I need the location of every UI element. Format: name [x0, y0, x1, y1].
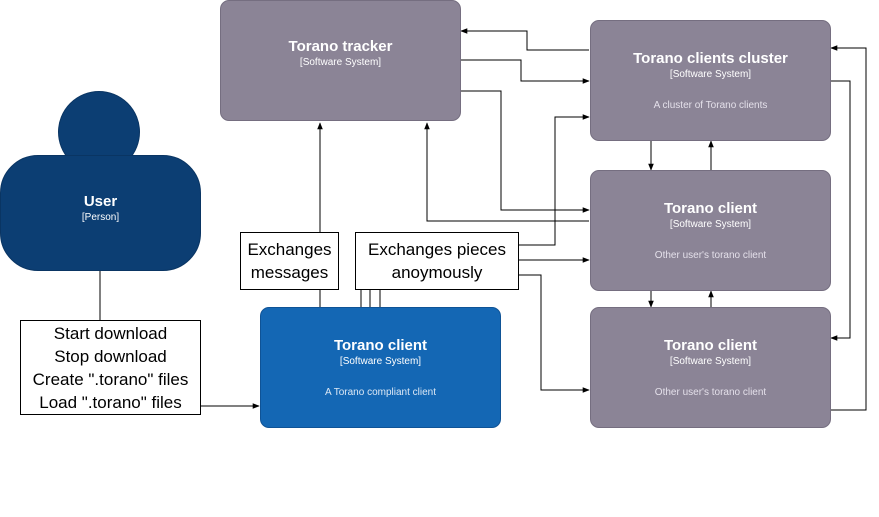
exchanges-pieces-label: Exchanges pieces anoymously	[355, 232, 519, 290]
cluster-desc: A cluster of Torano clients	[653, 100, 768, 111]
client-a-type: [Software System]	[669, 219, 752, 230]
edge-pieces-to-client-b	[518, 274, 590, 393]
exchanges-messages-label: Exchanges messages	[240, 232, 339, 290]
main-torano-client-box[interactable]: Torano client [Software System] A Torano…	[260, 307, 501, 428]
action-stop-download: Stop download	[54, 347, 167, 366]
exchanges-pieces-line-2: anoymously	[391, 263, 483, 282]
main-client-desc: A Torano compliant client	[325, 387, 436, 398]
exchanges-messages-line-2: messages	[250, 263, 329, 282]
person-type: [Person]	[81, 212, 120, 223]
edge-client-a-to-tracker	[424, 122, 589, 222]
torano-clients-cluster-box[interactable]: Torano clients cluster [Software System]…	[590, 20, 831, 141]
client-a-desc: Other user's torano client	[654, 250, 767, 261]
cluster-type: [Software System]	[669, 69, 752, 80]
edge-client-b-to-cluster	[830, 45, 867, 411]
edge-tracker-to-cluster	[461, 59, 590, 84]
edge-pieces-to-cluster	[518, 114, 590, 246]
client-a-title: Torano client	[663, 200, 758, 217]
person-name: User	[83, 193, 118, 210]
client-b-desc: Other user's torano client	[654, 387, 767, 398]
main-client-title: Torano client	[333, 337, 428, 354]
tracker-title: Torano tracker	[288, 38, 393, 55]
edge-cluster-to-client-b	[830, 80, 851, 341]
exchanges-messages-line-1: Exchanges	[247, 240, 332, 259]
user-actions-label: Start download Stop download Create ".to…	[20, 320, 201, 415]
action-create-files: Create ".torano" files	[32, 370, 189, 389]
main-client-type: [Software System]	[339, 356, 422, 367]
client-b-type: [Software System]	[669, 356, 752, 367]
exchanges-pieces-line-1: Exchanges pieces	[368, 240, 506, 259]
action-start-download: Start download	[53, 324, 168, 343]
edge-cluster-to-tracker	[460, 28, 589, 51]
client-b-title: Torano client	[663, 337, 758, 354]
person-user[interactable]: User [Person]	[0, 155, 201, 271]
edge-tracker-to-client-a	[461, 90, 590, 213]
torano-client-b-box[interactable]: Torano client [Software System] Other us…	[590, 307, 831, 428]
cluster-title: Torano clients cluster	[633, 50, 788, 67]
torano-client-a-box[interactable]: Torano client [Software System] Other us…	[590, 170, 831, 291]
tracker-type: [Software System]	[299, 57, 382, 68]
torano-tracker-box[interactable]: Torano tracker [Software System]	[220, 0, 461, 121]
action-load-files: Load ".torano" files	[39, 393, 182, 412]
